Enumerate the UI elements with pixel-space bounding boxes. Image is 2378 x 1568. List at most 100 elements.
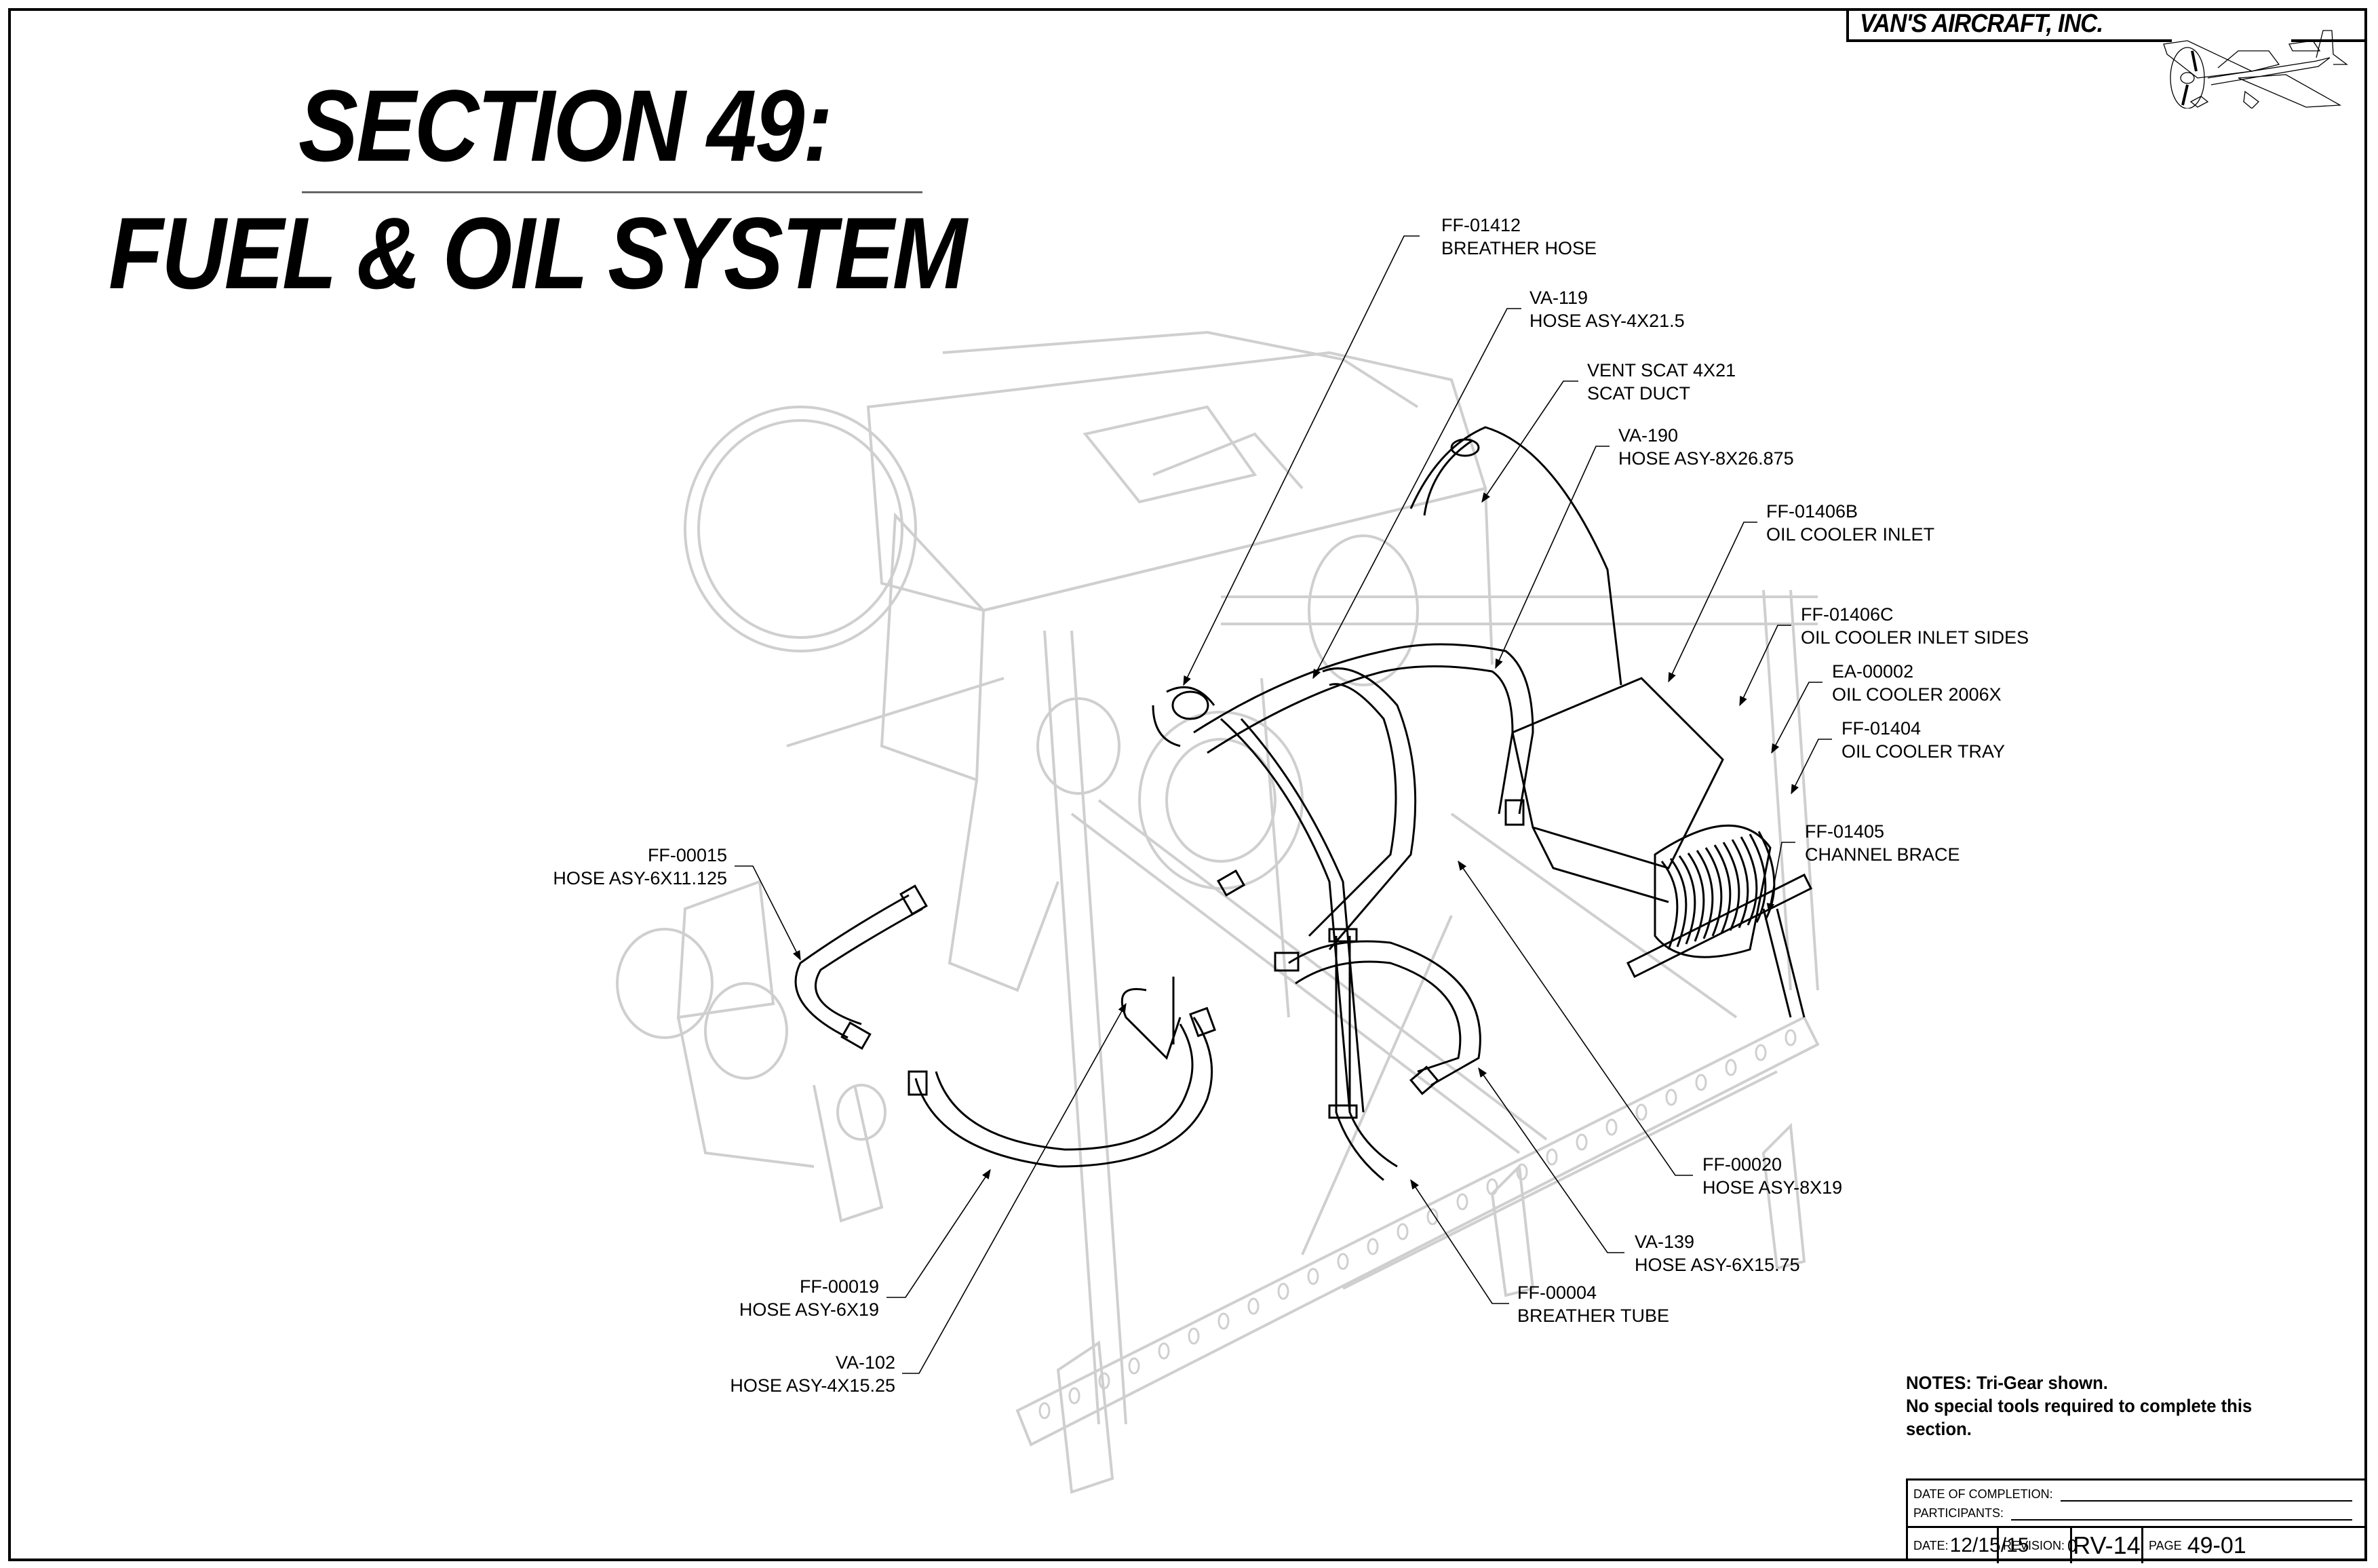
section-subtitle: FUEL & OIL SYSTEM [109,196,967,310]
cooler-fin [1704,847,1723,937]
foreground-parts [794,426,1813,1181]
channel-hole [1635,1103,1648,1121]
title-rule [302,191,922,193]
completion-area: DATE OF COMPLETION: PARTICIPANTS: [1908,1481,2367,1528]
channel-hole [1695,1074,1707,1091]
cooler-fin [1660,861,1679,950]
leader-ea-00002 [1771,682,1823,754]
callout-ff-00019: FF-00019 HOSE ASY-6X19 [678,1275,879,1321]
notes-line-1: NOTES: Tri-Gear shown. [1906,1373,2108,1393]
part-number: FF-00004 [1517,1282,1597,1303]
part-number: VA-102 [835,1352,895,1373]
callout-ff-01406c: FF-01406C OIL COOLER INLET SIDES [1801,603,2029,649]
leader-ff-00004 [1410,1179,1509,1304]
leader-vent-scat [1481,380,1578,503]
part-number: FF-01406B [1766,501,1858,522]
notes-line-2: No special tools required to complete th… [1906,1396,2253,1416]
callout-ff-01404: FF-01404 OIL COOLER TRAY [1841,717,2005,763]
callout-ff-00004: FF-00004 BREATHER TUBE [1517,1281,1669,1327]
part-description: HOSE ASY-6X15.75 [1635,1255,1800,1275]
date-value: 12/15/15 [1949,1534,2029,1556]
part-description: BREATHER TUBE [1517,1306,1670,1326]
callout-ff-01406b: FF-01406B OIL COOLER INLET [1766,500,1934,546]
channel-hole [1038,1402,1051,1419]
page-value: 49-01 [2187,1532,2246,1559]
date-of-completion-row: DATE OF COMPLETION: [1913,1487,2352,1502]
cooler-fin [1740,836,1758,926]
notes: NOTES: Tri-Gear shown. No special tools … [1906,1371,2252,1440]
part-number: FF-00019 [799,1276,879,1297]
channel-hole [1188,1327,1200,1345]
part-description: OIL COOLER INLET [1766,524,1935,545]
part-number: FF-00015 [647,845,727,865]
channel-hole [1307,1268,1319,1285]
leader-va-119 [1312,308,1521,680]
revision-label: REVISION: [2003,1538,2065,1552]
leader-va-102 [902,1002,1127,1374]
part-description: HOSE ASY-6X11.125 [553,868,727,888]
channel-hole [1277,1282,1289,1300]
cooler-fin [1722,842,1740,931]
engine-background [616,330,1820,1494]
part-number: FF-01412 [1441,215,1521,235]
callout-va-119: VA-119 HOSE ASY-4X21.5 [1529,286,1685,332]
drawing-frame [8,8,2367,1561]
part-description: CHANNEL BRACE [1805,844,1960,865]
part-description: OIL COOLER 2006X [1832,684,2002,705]
model-cell: RV-14 [2072,1528,2143,1563]
channel-hole [1755,1044,1767,1061]
channel-hole [1337,1253,1349,1270]
leader-ff-00019 [886,1169,991,1298]
part-description: OIL COOLER TRAY [1841,741,2006,762]
page-label: PAGE [2149,1538,2182,1552]
callout-ff-00020: FF-00020 HOSE ASY-8X19 [1702,1153,1842,1199]
leader-ff-01412 [1183,235,1420,686]
channel-hole [1725,1059,1737,1076]
part-description: BREATHER HOSE [1441,238,1597,258]
page-cell: PAGE 49-01 [2143,1528,2369,1563]
part-description: HOSE ASY-8X26.875 [1618,448,1794,469]
leader-ff-00015 [735,865,801,961]
date-label: DATE: [1913,1538,1949,1552]
part-number: VA-119 [1529,288,1588,308]
callout-ff-01405: FF-01405 CHANNEL BRACE [1805,820,1960,866]
cooler-fin [1687,852,1705,942]
part-description: HOSE ASY-8X19 [1702,1177,1843,1198]
revision-cell: REVISION: 0 [1999,1528,2078,1563]
channel-hole [1098,1372,1110,1390]
title-block: DATE OF COMPLETION: PARTICIPANTS: DATE: … [1906,1478,2369,1563]
callout-ea-00002: EA-00002 OIL COOLER 2006X [1832,660,2002,706]
leader-ff-01404 [1791,739,1832,795]
leader-ff-01406b [1668,522,1757,683]
channel-hole [1426,1208,1439,1226]
channel-hole [1486,1178,1498,1196]
callout-ff-01412: FF-01412 BREATHER HOSE [1441,214,1597,260]
channel-hole [1247,1297,1260,1315]
callout-vent-scat: VENT SCAT 4X21 SCAT DUCT [1587,359,1736,405]
channel-hole [1397,1223,1409,1240]
model-value: RV-14 [2073,1531,2141,1559]
date-of-completion-field[interactable] [2060,1500,2352,1502]
notes-line-3: section. [1906,1419,1972,1439]
revision-value: 0 [2067,1535,2078,1556]
date-of-completion-label: DATE OF COMPLETION: [1913,1487,2053,1501]
callout-va-190: VA-190 HOSE ASY-8X26.875 [1618,424,1794,470]
part-number: EA-00002 [1832,661,1914,682]
channel-hole [1576,1133,1588,1151]
brand-rule [2291,39,2367,42]
participants-row: PARTICIPANTS: [1913,1506,2353,1521]
part-description: OIL COOLER INLET SIDES [1801,627,2029,648]
channel-hole [1516,1163,1528,1181]
leader-lines [735,235,1832,1374]
part-description: HOSE ASY-6X19 [739,1299,879,1320]
part-number: VENT SCAT 4X21 [1587,360,1736,380]
participants-field[interactable] [2011,1519,2353,1521]
part-number: VA-190 [1618,425,1679,446]
leader-va-139 [1478,1067,1624,1253]
leader-va-190 [1495,446,1610,669]
channel-holes [1038,1029,1797,1419]
brand-box [1846,8,2172,42]
cooler-fin [1757,831,1776,920]
channel-hole [1158,1342,1170,1360]
